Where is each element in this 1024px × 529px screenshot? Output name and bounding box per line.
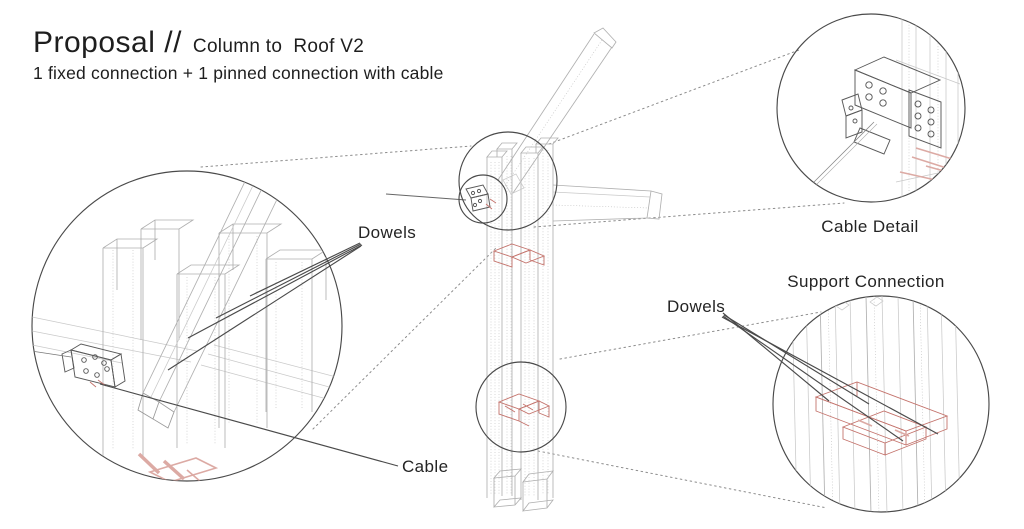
cable-line-detail: [811, 121, 875, 185]
title-block: Proposal // Column to Roof V2 1 fixed co…: [33, 26, 444, 84]
column-wireframe: [486, 137, 559, 512]
cable-annotation: Cable: [99, 383, 448, 476]
column-posts-wireframe: [102, 219, 328, 456]
roof-horizontal-beam: [552, 184, 663, 222]
callout-dotted-lines: [200, 49, 845, 509]
cable-detail-circle: [776, 13, 966, 203]
roof-diagonal-beam: [497, 27, 617, 195]
diagonal-beam-wireframe: [137, 171, 331, 429]
column-dotted-lines: [490, 150, 549, 497]
cable-detail-label: Cable Detail: [821, 217, 918, 236]
cable-line: [385, 193, 467, 201]
left-detail-drawing: [32, 171, 342, 481]
left-detail-callout: Dowels Cable: [31, 170, 448, 482]
top-connection-circle: [458, 131, 558, 231]
cable-detail-drawing: [811, 14, 963, 202]
red-cross-connector: [814, 381, 949, 456]
dowels-right-label: Dowels: [667, 297, 725, 316]
page-title-suffix: Column to Roof V2: [192, 36, 365, 57]
cable-bracket: [385, 184, 497, 212]
dowels-left-label: Dowels: [358, 223, 416, 242]
cable-plate: [32, 343, 126, 388]
column-wireframe-detail: [895, 14, 961, 202]
support-connection-callout: Support Connection: [667, 272, 990, 513]
column-members-enlarged: [791, 296, 961, 512]
support-connection-drawing: [791, 296, 961, 512]
lower-connection-circle: [475, 361, 567, 453]
support-connection-label: Support Connection: [787, 272, 944, 291]
cable-bracket-circle: [458, 174, 508, 224]
cable-detail-callout: Cable Detail: [776, 13, 966, 236]
main-structure: [385, 27, 663, 512]
left-detail-circle: [31, 170, 343, 482]
lower-red-connector: [497, 393, 551, 427]
cable-label: Cable: [402, 457, 448, 476]
left-dowels-annotation: Dowels: [167, 223, 416, 371]
horizontal-beam-wireframe: [32, 316, 342, 403]
cable-bracket-detail: [811, 56, 942, 187]
right-dowels-annotation: Dowels: [667, 297, 939, 442]
support-connection-circle: [772, 295, 990, 513]
title-line: Proposal // Column to Roof V2: [33, 26, 444, 60]
column-feet: [492, 468, 554, 512]
upper-red-connector: [492, 243, 546, 268]
page-title: Proposal //: [33, 26, 182, 59]
page-subtitle: 1 fixed connection + 1 pinned connection…: [33, 63, 444, 83]
red-connector-marks: [137, 452, 219, 481]
